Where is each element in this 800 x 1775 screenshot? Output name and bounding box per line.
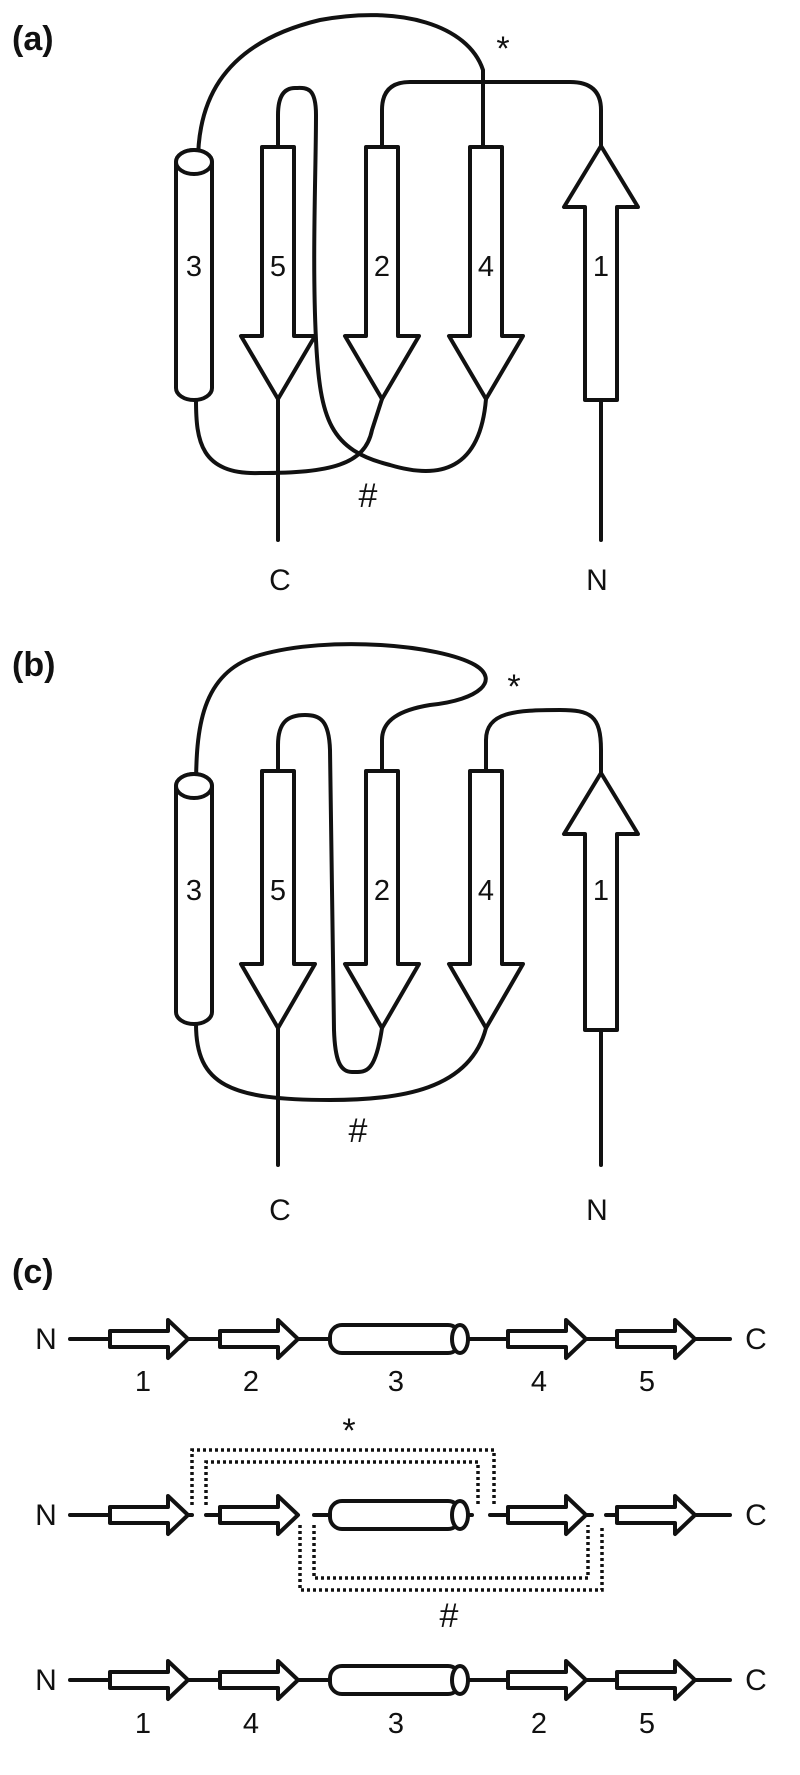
row-1-strand-1: [108, 1318, 190, 1360]
element-label: 4: [478, 251, 494, 283]
element-label: 1: [593, 875, 609, 907]
strand-arrow: [343, 769, 421, 1030]
row-2-strand-5: [615, 1494, 697, 1536]
row-1-number: 1: [135, 1366, 151, 1398]
helix-cap: [174, 148, 214, 176]
strand-arrow: [239, 769, 317, 1030]
panel-b-strand-1: 1: [562, 771, 640, 1032]
panel-a-strand-4: 4: [447, 145, 525, 401]
panel-b-helix-3: 3: [174, 772, 214, 1026]
panel-a-loop-1-to-2: [380, 80, 603, 152]
panel-a-loop-4-to-5: [276, 85, 488, 473]
row-2-star-bracket-outer: [190, 1448, 496, 1505]
element-label: 5: [270, 251, 286, 283]
panel-a-label: (a): [12, 20, 54, 58]
row-1-strand-5: [615, 1318, 697, 1360]
panel-c-row-2: N C * #: [35, 1412, 767, 1635]
row-1-number: 3: [388, 1366, 404, 1398]
strand-arrow: [343, 145, 421, 401]
panel-b-strand-2: 2: [343, 769, 421, 1030]
panel-a-loop-2-to-3: [194, 397, 384, 476]
panel-b-strand-5: 5: [239, 769, 317, 1030]
element-label: 2: [374, 875, 390, 907]
row-2-helix-3: [328, 1499, 462, 1531]
row-2-star-marker: *: [342, 1412, 355, 1450]
element-label: 3: [186, 251, 202, 283]
row-1-helix-cap: [450, 1323, 470, 1355]
panel-c-row-3: N C 1 4 3 2 5: [35, 1659, 767, 1740]
panel-b-label: (b): [12, 646, 55, 684]
row-3-number: 2: [531, 1708, 547, 1740]
panel-b-loop-3-to-4: [194, 1022, 488, 1102]
panel-c-label: (c): [12, 1253, 54, 1291]
row-2-hash-bracket-outer: [298, 1525, 604, 1592]
row-3-number: 4: [243, 1708, 259, 1740]
row-2-strand-1: [108, 1494, 190, 1536]
element-label: 1: [593, 251, 609, 283]
element-label: 2: [374, 251, 390, 283]
row-3-strand-1: [108, 1659, 190, 1701]
panel-a-star-marker: *: [496, 30, 509, 68]
row-1-n-terminus: N: [35, 1323, 57, 1356]
row-1-number: 2: [243, 1366, 259, 1398]
row-2-helix-cap: [450, 1499, 470, 1531]
panel-a-hash-marker: #: [359, 477, 378, 515]
row-3-strand-2: [506, 1659, 588, 1701]
row-2-hash-bracket-inner: [312, 1525, 590, 1580]
element-label: 4: [478, 875, 494, 907]
strand-arrow: [447, 145, 525, 401]
panel-a-c-terminus: C: [269, 564, 291, 597]
panel-b-hash-marker: #: [349, 1112, 368, 1150]
row-3-helix-cap: [450, 1664, 470, 1696]
element-label: 3: [186, 875, 202, 907]
panel-b-strand-4: 4: [447, 769, 525, 1030]
row-1-helix-3: [328, 1323, 462, 1355]
panel-c-row-1: N C 1 2 3 4 5: [35, 1318, 767, 1398]
panel-a-loop-3-to-4: [196, 13, 485, 164]
panel-a-strand-1: 1: [562, 144, 640, 402]
strand-arrow: [239, 145, 317, 401]
row-3-number: 5: [639, 1708, 655, 1740]
row-3-strand-5: [615, 1659, 697, 1701]
row-1-strand-4: [506, 1318, 588, 1360]
row-1-strand-2: [218, 1318, 300, 1360]
row-2-strand-2: [218, 1494, 300, 1536]
row-2-n-terminus: N: [35, 1499, 57, 1532]
panel-a-strand-5: 5: [239, 145, 317, 401]
row-3-strand-4: [218, 1659, 300, 1701]
row-3-n-terminus: N: [35, 1664, 57, 1697]
panel-b-star-marker: *: [507, 668, 520, 706]
strand-arrow: [562, 144, 640, 402]
panel-b-loop-5-to-2: [276, 713, 384, 1075]
row-3-number: 3: [388, 1708, 404, 1740]
panel-b-loop-1-to-4: [484, 708, 603, 777]
panel-b-loop-2-to-3: [194, 642, 488, 792]
element-label: 5: [270, 875, 286, 907]
panel-b: (b) 3 5 2 4 1: [12, 642, 640, 1227]
panel-b-c-terminus: C: [269, 1194, 291, 1227]
row-3-helix-3: [328, 1664, 462, 1696]
panel-a: (a) 3 5 2 4 1: [12, 13, 640, 597]
panel-a-strand-2: 2: [343, 145, 421, 401]
row-2-c-terminus: C: [745, 1499, 767, 1532]
row-1-number: 5: [639, 1366, 655, 1398]
row-2-strand-4: [506, 1494, 588, 1536]
strand-arrow: [447, 769, 525, 1030]
row-2-star-bracket-inner: [204, 1460, 480, 1505]
panel-b-n-terminus: N: [586, 1194, 608, 1227]
row-1-number: 4: [531, 1366, 547, 1398]
panel-c: (c) N C 1 2 3 4 5 N: [12, 1253, 767, 1740]
row-3-number: 1: [135, 1708, 151, 1740]
helix-cap: [174, 772, 214, 800]
row-1-c-terminus: C: [745, 1323, 767, 1356]
panel-a-helix-3: 3: [174, 148, 214, 402]
row-2-hash-marker: #: [440, 1597, 459, 1635]
panel-a-n-terminus: N: [586, 564, 608, 597]
row-3-c-terminus: C: [745, 1664, 767, 1697]
strand-arrow: [562, 771, 640, 1032]
